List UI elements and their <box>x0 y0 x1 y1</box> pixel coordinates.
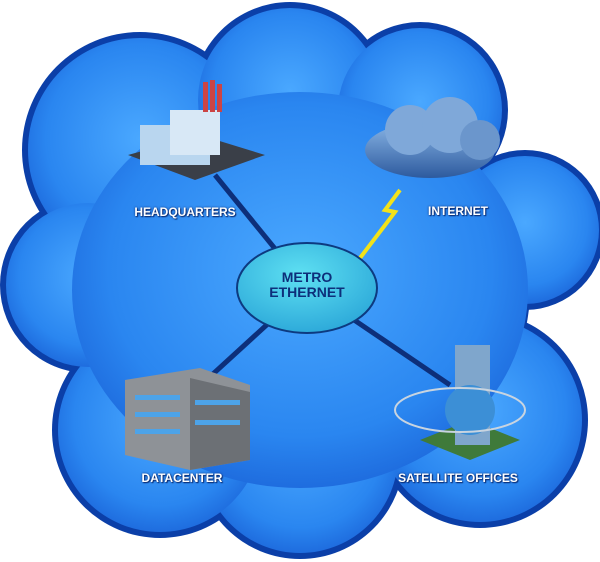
datacenter-servers-icon <box>125 368 250 470</box>
hub-label-line1: METRO <box>281 269 333 285</box>
headquarters-building-icon <box>128 80 265 180</box>
internet-label: INTERNET <box>428 204 488 218</box>
headquarters-label: HEADQUARTERS <box>134 205 236 219</box>
metro-ethernet-hub <box>236 242 378 334</box>
lightning-bolt-icon <box>358 188 402 260</box>
hub-label-line2: ETHERNET <box>269 284 345 300</box>
hub-label: METRO ETHERNET <box>269 270 344 300</box>
datacenter-label: DATACENTER <box>141 471 223 485</box>
satellite-offices-icon <box>394 345 526 460</box>
internet-cloud-icon <box>365 97 500 178</box>
satellite-offices-label: SATELLITE OFFICES <box>398 471 518 485</box>
